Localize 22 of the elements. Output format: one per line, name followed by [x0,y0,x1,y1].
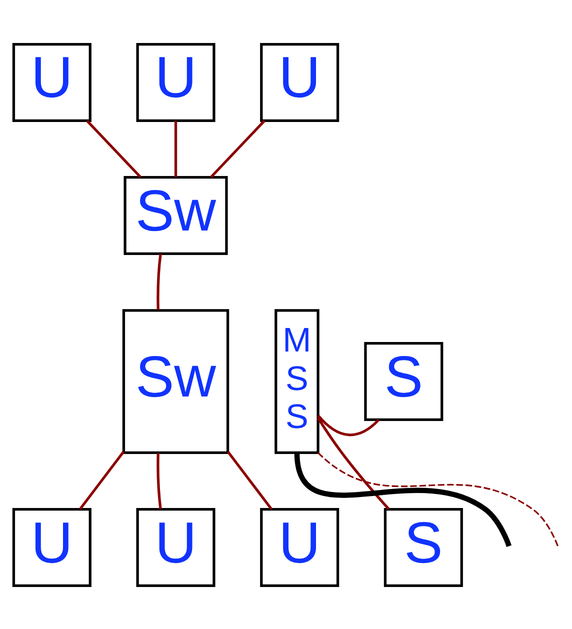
node-box: U [260,42,340,122]
connector [174,120,178,177]
connector [316,416,390,510]
node-box: U [260,508,340,587]
node-box: S [364,342,444,421]
node-box: S [384,508,463,587]
connector [294,452,512,547]
node-box: Sw [124,176,228,255]
node-box: U [136,42,216,122]
node-box: Sw [122,308,230,454]
connector [210,119,266,178]
connector [86,119,142,178]
connector [318,452,559,546]
connector [317,414,380,436]
connector [156,452,162,509]
connector [156,253,162,310]
node-box: U [136,508,216,587]
connector [226,450,273,510]
node-box: U [12,42,92,122]
node-box: U [12,508,92,587]
node-box: M S S [274,308,320,454]
connector [79,450,125,510]
